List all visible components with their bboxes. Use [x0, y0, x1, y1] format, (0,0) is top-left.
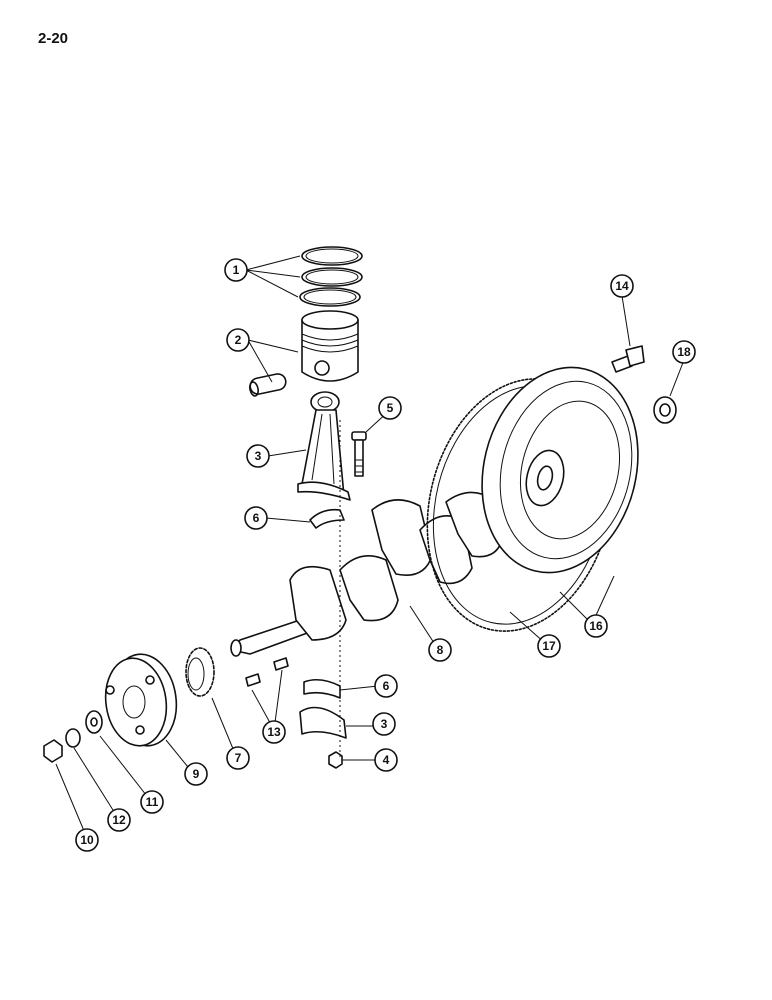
page-number: 2-20 — [38, 30, 69, 47]
callout-6-lower: 6 — [374, 674, 398, 698]
svg-text:8: 8 — [437, 643, 444, 657]
rod-cap — [299, 706, 347, 739]
leader-lines — [55, 255, 685, 839]
pulley-washer — [85, 710, 103, 734]
callout-2: 2 — [226, 328, 250, 352]
callout-6-upper: 6 — [244, 506, 268, 530]
crankshaft-gear — [185, 647, 215, 697]
piston-pin — [249, 373, 287, 397]
callout-18: 18 — [672, 340, 696, 364]
svg-text:5: 5 — [387, 401, 394, 415]
piston — [301, 310, 359, 382]
callout-10: 10 — [75, 828, 99, 852]
svg-text:9: 9 — [193, 767, 200, 781]
svg-text:13: 13 — [267, 725, 281, 739]
callout-5: 5 — [378, 396, 402, 420]
rod-nut — [328, 751, 343, 769]
connecting-rod — [297, 391, 351, 501]
svg-text:3: 3 — [255, 449, 262, 463]
bearing-shell-upper — [309, 508, 345, 529]
svg-text:11: 11 — [146, 795, 159, 809]
callout-14: 14 — [610, 274, 634, 298]
flywheel-bolt — [611, 345, 645, 373]
svg-text:16: 16 — [589, 619, 603, 633]
callout-17: 17 — [537, 634, 561, 658]
svg-text:14: 14 — [615, 279, 629, 293]
callout-8: 8 — [428, 638, 452, 662]
crankshaft-pulley — [104, 653, 178, 747]
woodruff-keys — [245, 657, 289, 687]
callout-11: 11 — [140, 790, 164, 814]
svg-text:6: 6 — [383, 679, 390, 693]
svg-text:18: 18 — [677, 345, 691, 359]
callout-13: 13 — [262, 720, 286, 744]
svg-text:1: 1 — [233, 263, 240, 277]
svg-text:12: 12 — [112, 813, 126, 827]
callout-3-cap: 3 — [372, 712, 396, 736]
callout-3-rod: 3 — [246, 444, 270, 468]
svg-text:2: 2 — [235, 333, 242, 347]
callout-7: 7 — [226, 746, 250, 770]
piston-rings — [299, 246, 363, 307]
callout-1: 1 — [224, 258, 248, 282]
rod-bolt — [351, 431, 367, 477]
callout-4: 4 — [374, 748, 398, 772]
svg-text:3: 3 — [381, 717, 388, 731]
callout-9: 9 — [184, 762, 208, 786]
svg-text:4: 4 — [383, 753, 390, 767]
lock-washer — [65, 728, 81, 748]
flywheel — [481, 366, 639, 574]
svg-text:17: 17 — [542, 639, 556, 653]
bearing-shell-lower — [303, 678, 341, 699]
svg-text:7: 7 — [235, 751, 242, 765]
svg-text:10: 10 — [80, 833, 94, 847]
pulley-nut — [43, 739, 63, 763]
pilot-bearing — [653, 396, 677, 424]
callout-16: 16 — [584, 614, 608, 638]
svg-text:6: 6 — [253, 511, 260, 525]
callout-12: 12 — [107, 808, 131, 832]
